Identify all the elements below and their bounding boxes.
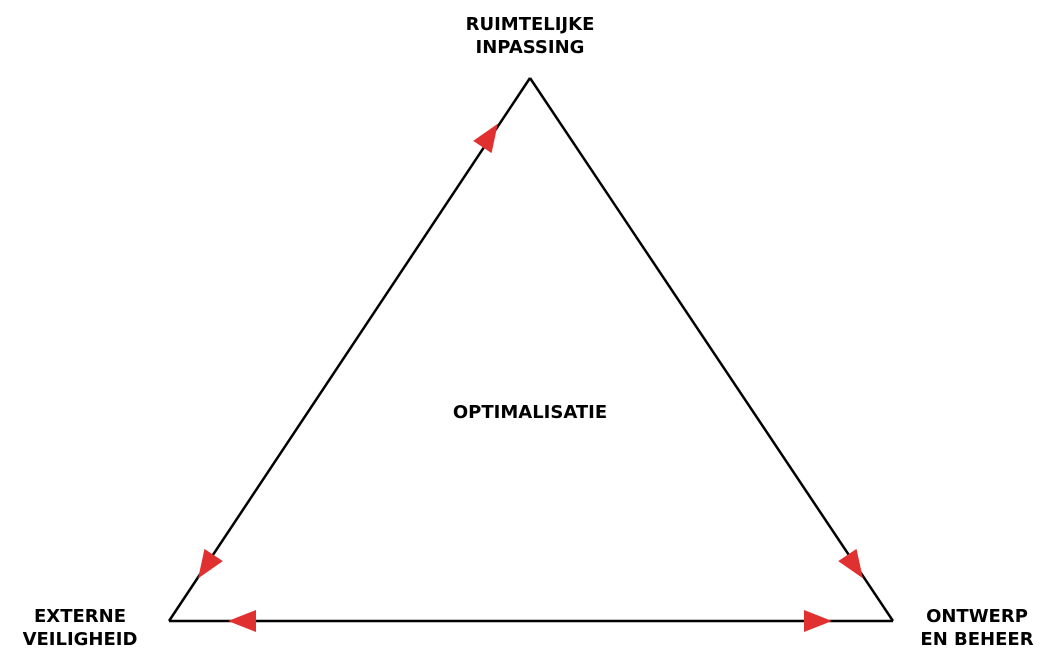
arrow-left-edge-up — [473, 123, 498, 154]
node-label-line: EN BEHEER — [920, 629, 1034, 650]
edge-left — [167, 77, 532, 622]
node-label-line: ONTWERP — [926, 606, 1028, 627]
node-label-ontwerp-en-beheer: ONTWERP EN BEHEER — [905, 605, 1049, 651]
node-label-externe-veiligheid: EXTERNE VEILIGHEID — [0, 605, 160, 651]
arrow-right-edge-down — [838, 548, 863, 579]
edge-right — [528, 77, 895, 622]
arrow-bottom-right — [804, 610, 832, 632]
node-label-line: VEILIGHEID — [22, 629, 138, 650]
node-label-ruimtelijke-inpassing: RUIMTELIJKE INPASSING — [430, 13, 630, 59]
node-label-line: EXTERNE — [34, 606, 126, 627]
arrow-left-edge-down — [198, 548, 223, 579]
node-label-line: RUIMTELIJKE — [465, 14, 595, 35]
arrow-bottom-left — [228, 610, 256, 632]
center-label: OPTIMALISATIE — [452, 402, 608, 423]
node-label-line: INPASSING — [475, 37, 585, 58]
